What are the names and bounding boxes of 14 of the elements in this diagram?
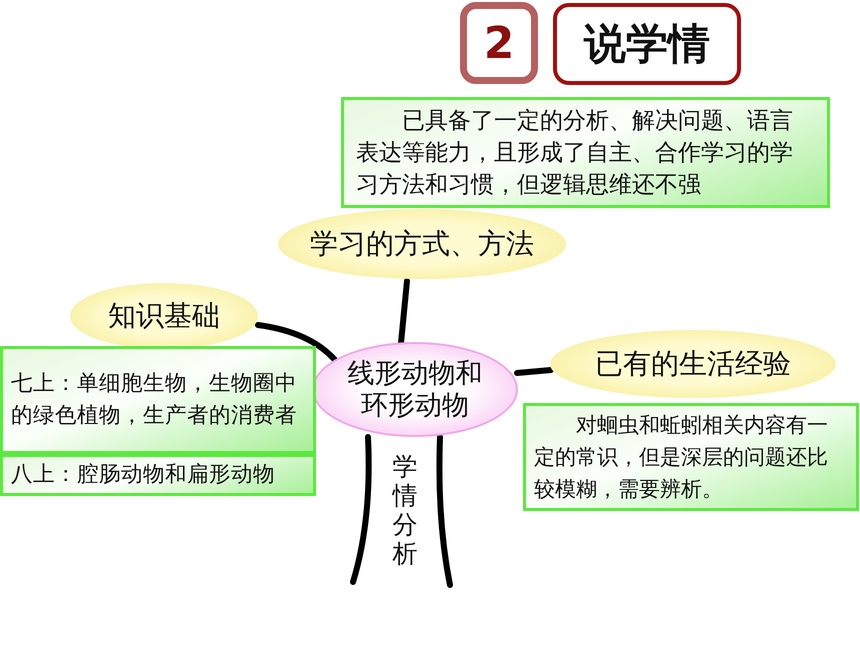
title-box: 说学情 [553,3,741,85]
number-badge: 2 [460,2,538,84]
connector-line [255,322,338,363]
note-box: 已具备了一定的分析、解决问题、语言表达等能力，且形成了自主、合作学习的学习方法和习惯，但逻辑思维还不强 [341,97,830,208]
branch-line [350,434,372,585]
branch-ellipse: 已有的生活经验 [550,330,836,398]
note-box: 八上：腔肠动物和扁形动物 [0,454,316,496]
note-box: 七上：单细胞生物，生物圈中的绿色植物，生产者的消费者 [0,346,316,454]
connector-line [514,367,554,376]
vertical-label: 学情分析 [391,452,418,568]
branch-ellipse: 知识基础 [70,283,258,349]
branch-line [436,434,453,588]
branch-ellipse: 学习的方式、方法 [278,209,566,279]
note-box: 对蛔虫和蚯蚓相关内容有一定的常识，但是深层的问题还比较模糊，需要辨析。 [523,403,859,511]
